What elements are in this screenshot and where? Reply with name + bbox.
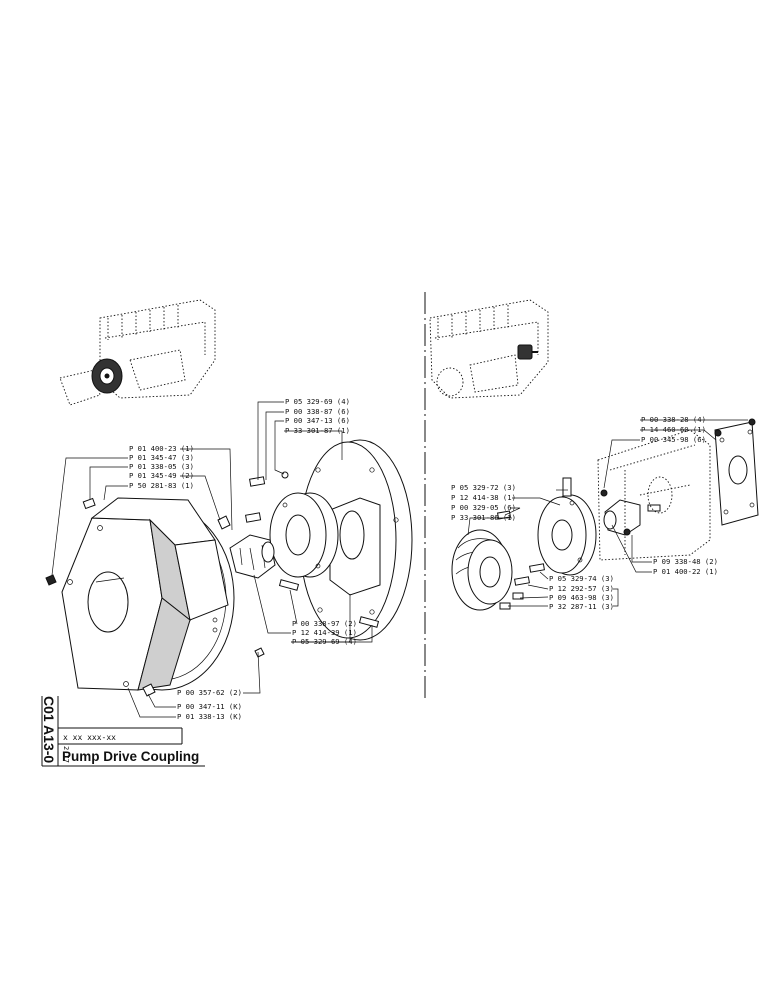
right-engine-illustration bbox=[429, 299, 549, 399]
leader-lines bbox=[51, 401, 748, 718]
callout-label: P 00 329-05 (6) bbox=[451, 503, 516, 512]
callout-label: P 09 338-48 (2) bbox=[653, 557, 718, 566]
callout-label: P 01 338-13 (K) bbox=[177, 712, 242, 721]
housing-bolts bbox=[45, 497, 265, 697]
coupling-assembly bbox=[229, 439, 413, 641]
callout-label: P 32 287-11 (3) bbox=[549, 602, 614, 611]
callout-label: P 33 301-86 (1) bbox=[451, 513, 516, 522]
title-block-frame bbox=[41, 696, 205, 767]
page-title: Pump Drive Coupling bbox=[62, 749, 200, 764]
callout-label: P 01 400-23 (1) bbox=[129, 444, 194, 453]
callout-label: P 00 338-28 (4) bbox=[641, 415, 706, 424]
callout-label: P 00 347-13 (6) bbox=[285, 416, 350, 425]
callout-label: P 05 329-69 (4) bbox=[285, 397, 350, 406]
callout-label: P 12 414-38 (1) bbox=[451, 493, 516, 502]
left-engine-illustration bbox=[59, 299, 216, 406]
callout-label: P 33 301-87 (1) bbox=[285, 426, 350, 435]
callout-label: P 00 347-11 (K) bbox=[177, 702, 242, 711]
callout-label: P 01 345-49 (2) bbox=[129, 471, 194, 480]
callout-label: P 05 329-74 (3) bbox=[549, 574, 614, 583]
callout-label: P 01 400-22 (1) bbox=[653, 567, 718, 576]
callout-label: P 05 329-69 (4) bbox=[292, 637, 357, 646]
document-code: C01 A13-0 bbox=[41, 696, 57, 764]
callout-label: P 00 357-62 (2) bbox=[177, 688, 242, 697]
stamp-text: x xx xxx-xx bbox=[63, 733, 116, 742]
pump-coupling-assembly bbox=[451, 418, 759, 611]
callout-label: P 01 345-47 (3) bbox=[129, 453, 194, 462]
callout-label: P 00 345-98 (6) bbox=[641, 435, 706, 444]
callout-label: P 14 460-60 (1) bbox=[641, 425, 706, 434]
callout-label: P 05 329-72 (3) bbox=[451, 483, 516, 492]
callout-label: P 09 463-98 (3) bbox=[549, 593, 614, 602]
callout-label: P 12 292-57 (3) bbox=[549, 584, 614, 593]
callout-label: P 00 338-87 (6) bbox=[285, 407, 350, 416]
bell-housing bbox=[61, 497, 235, 691]
callout-label: P 00 338-97 (2) bbox=[292, 619, 357, 628]
callout-label: P 01 338-05 (3) bbox=[129, 462, 194, 471]
callout-label: P 50 281-83 (1) bbox=[129, 481, 194, 490]
callout-label: P 12 414-39 (1) bbox=[292, 628, 357, 637]
